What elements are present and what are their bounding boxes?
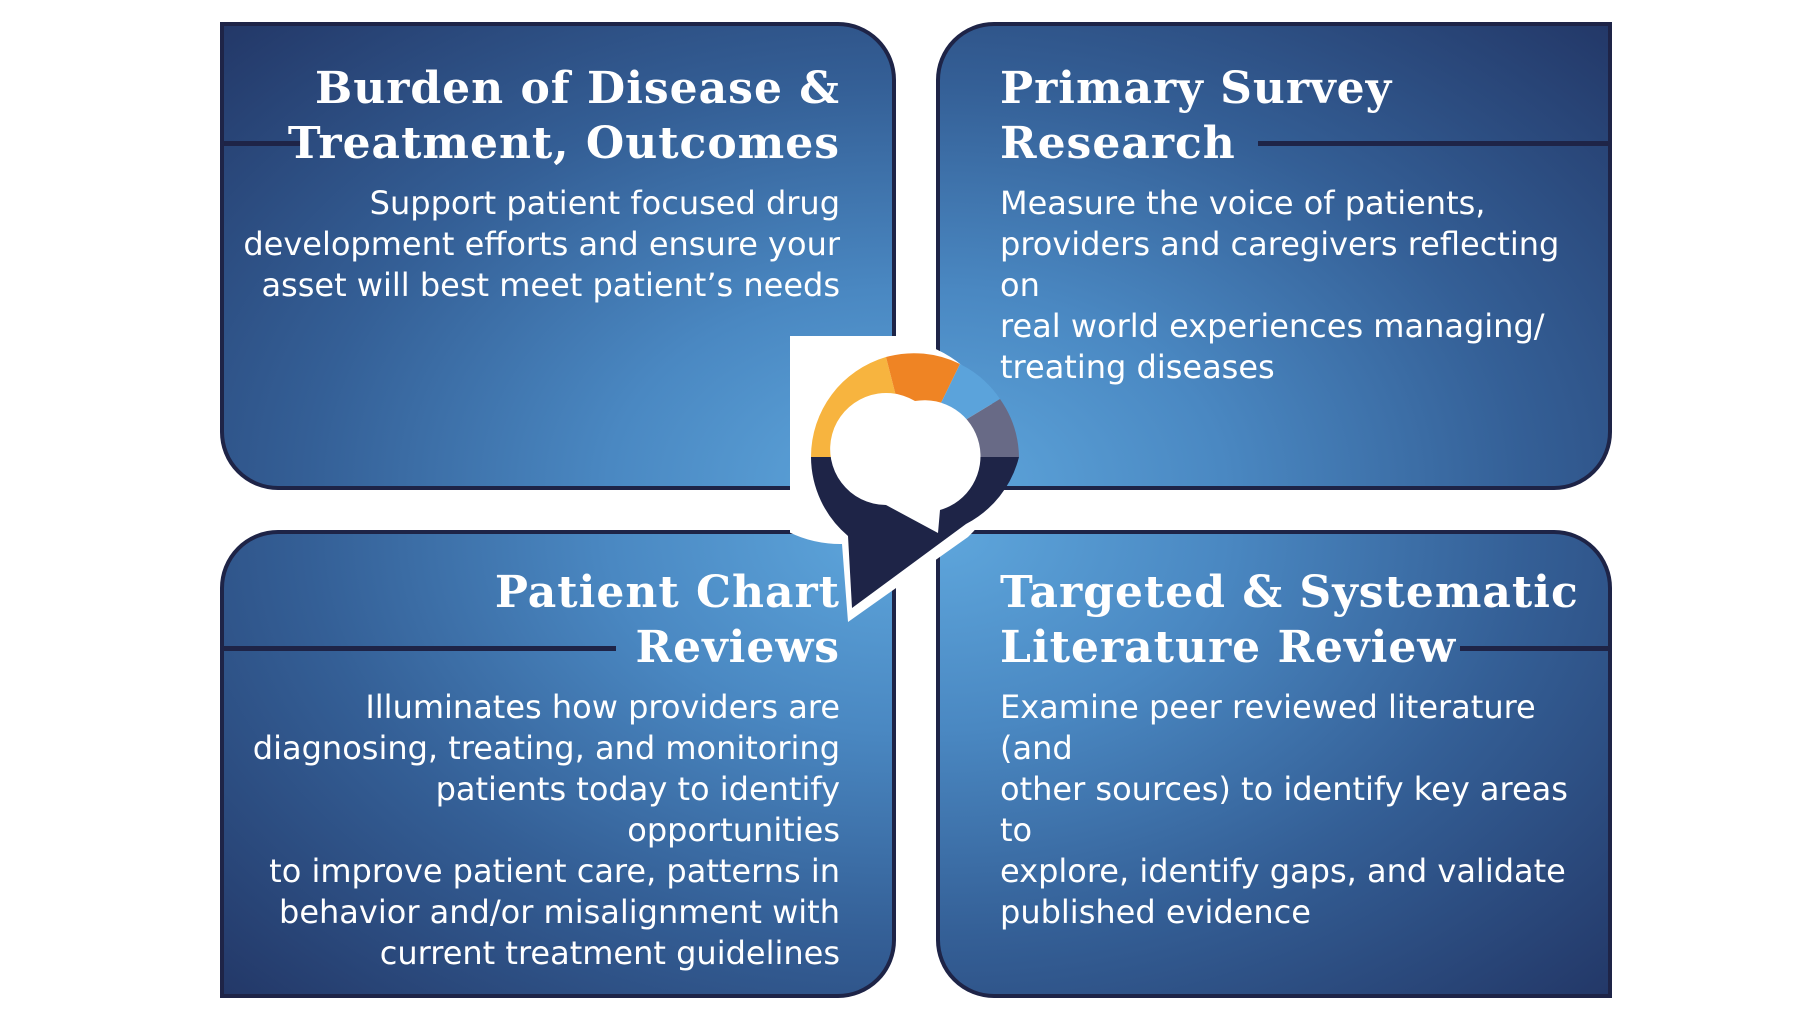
panel-description: Measure the voice of patients, providers… [1000, 184, 1560, 386]
panel-patient-chart-reviews: Patient Chart Reviews Illuminates how pr… [220, 530, 896, 998]
panel-title: Targeted & Systematic Literature Review [1000, 567, 1579, 673]
panel-title: Primary Survey Research [1000, 63, 1393, 169]
panel-description: Support patient focused drug development… [243, 184, 840, 304]
panel-description: Examine peer reviewed literature (and ot… [1000, 688, 1568, 931]
divider-line [224, 141, 304, 146]
divider-line [1258, 141, 1608, 146]
panel-title: Patient Chart Reviews [494, 567, 840, 673]
logo-segment-blue [939, 364, 1000, 422]
divider-line [1460, 646, 1608, 651]
divider-line [224, 646, 616, 651]
speech-bubble-donut-icon [790, 336, 1019, 622]
panel-primary-survey-research: Primary Survey Research Measure the voic… [936, 22, 1612, 490]
panel-title: Burden of Disease & Treatment, Outcomes [287, 63, 840, 169]
panel-description: Illuminates how providers are diagnosing… [252, 688, 840, 972]
panel-literature-review: Targeted & Systematic Literature Review … [936, 530, 1612, 998]
logo-segment-orange [886, 353, 960, 407]
panel-burden-of-disease: Burden of Disease & Treatment, Outcomes … [220, 22, 896, 490]
